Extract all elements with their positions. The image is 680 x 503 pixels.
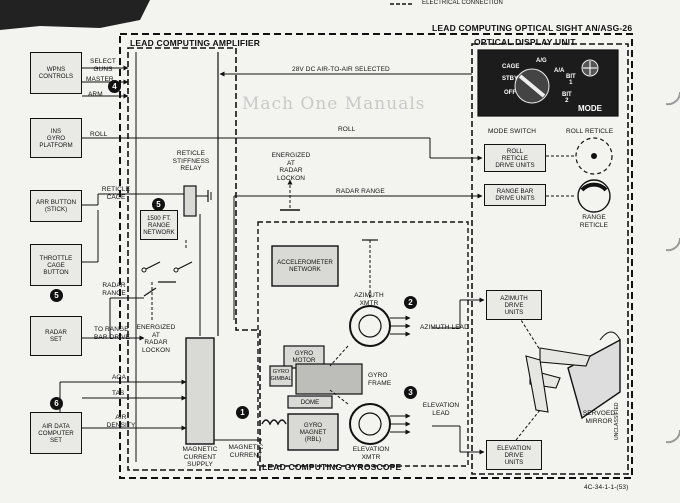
gyro-frame-label: GYRO FRAME [368, 372, 392, 387]
mode-stby-label: STBY [502, 76, 519, 82]
mode-bit1-label: BIT 1 [566, 74, 576, 86]
magnetic-current-supply-label: MAGNETIC CURRENT SUPPLY [182, 446, 218, 468]
mode-ag-label: A/G [536, 58, 547, 64]
badge-6: 6 [50, 397, 63, 410]
mode-off-label: OFF [504, 90, 516, 96]
gyro-motor-label: GYRO MOTOR [292, 350, 316, 364]
elevation-lead-label: ELEVATION LEAD [422, 402, 460, 417]
gyro-gimbal-label: GYRO GIMBAL [270, 369, 292, 382]
range-network-box: 1500 FT. RANGE NETWORK [140, 210, 178, 240]
mode-switch-label: MODE SWITCH [488, 128, 537, 135]
roll-reticle-label: ROLL RETICLE [566, 128, 614, 135]
energized-lockon-left-label: ENERGIZED AT RADAR LOCKON [136, 324, 176, 354]
elevation-drive-units-box: ELEVATION DRIVE UNITS [486, 440, 542, 470]
air-data-computer-box: AIR DATA COMPUTER SET [30, 412, 82, 454]
accelerometer-box [271, 245, 339, 287]
gyroscope-title: LEAD COMPUTING GYROSCOPE [262, 462, 402, 472]
azimuth-xmtr-ring [349, 305, 391, 347]
amplifier-title: LEAD COMPUTING AMPLIFIER [130, 38, 261, 48]
air-density-label: AIR DENSITY [106, 414, 136, 429]
azimuth-drive-units-box: AZIMUTH DRIVE UNITS [486, 290, 542, 320]
elevation-xmtr-ring [349, 403, 391, 445]
gyro-magnet-label: GYRO MAGNET (RBL) [299, 421, 327, 443]
magnetic-current-supply-box [185, 337, 215, 445]
servoed-mirror-label: SERVOED MIRROR [582, 410, 616, 425]
badge-1: 1 [236, 406, 249, 419]
radar-range-left-label: RADAR RANGE [102, 282, 126, 297]
roll-label-center: ROLL [338, 126, 356, 133]
gyro-magnet-box [287, 413, 339, 451]
ins-gyro-platform-box: INS GYRO PLATFORM [30, 118, 82, 158]
arm-label: ARM [88, 91, 103, 98]
reticle-cage-label: RETICLE CAGE [101, 186, 131, 201]
badge-5-throttle: 5 [50, 289, 63, 302]
mode-bit2-label: BIT 2 [562, 92, 572, 104]
badge-5-arr: 5 [152, 198, 165, 211]
amplifier-boundary [127, 47, 261, 471]
dome-box [287, 395, 333, 409]
range-reticle-label: RANGE RETICLE [579, 214, 609, 229]
gyro-gimbal-box [269, 365, 293, 387]
legend-label: ELECTRICAL CONNECTION [422, 0, 503, 6]
tas-label: TAS [112, 390, 125, 397]
range-reticle-display [577, 179, 611, 213]
accelerometer-network-label: ACCELEROMETER NETWORK [277, 259, 333, 273]
system-boundary [119, 33, 633, 479]
mode-cage-label: CAGE [502, 64, 520, 70]
roll-reticle-display [575, 137, 613, 175]
aoa-label: AOA [112, 374, 127, 381]
wpns-controls-box: WPNS CONTROLS [30, 52, 82, 94]
dome-label: DOME [300, 398, 320, 406]
mode-title-label: MODE [578, 104, 602, 113]
stiffness-relay [183, 185, 197, 217]
badge-3: 3 [404, 386, 417, 399]
magnetic-current-label: MAGNETIC CURRENT [228, 444, 264, 459]
range-bar-drive-units-box: RANGE BAR DRIVE UNITS [484, 184, 546, 206]
to-range-bar-drive-label: TO RANGE BAR DRIVE [94, 326, 130, 341]
badge-4: 4 [108, 80, 121, 93]
select-guns-label: SELECT GUNS [90, 58, 116, 73]
top-artwork [0, 0, 150, 30]
side-stamp: UNCLASSIFIED [614, 402, 620, 440]
reticle-stiffness-relay-label: RETICLE STIFFNESS RELAY [172, 150, 210, 172]
master-label: MASTER [86, 76, 114, 83]
throttle-cage-button-box: THROTTLE CAGE BUTTON [30, 244, 82, 286]
optical-display-boundary [471, 43, 629, 475]
mode-aa-label: A/A [554, 68, 565, 74]
gyro-frame-block [295, 363, 363, 395]
air-to-air-label: 28V DC AIR-TO-AIR SELECTED [292, 66, 390, 73]
radar-range-center-label: RADAR RANGE [336, 188, 385, 195]
azimuth-lead-label: AZIMUTH LEAD [420, 324, 469, 331]
azimuth-xmtr-label: AZIMUTH XMTR [354, 292, 384, 307]
radar-set-box: RADAR SET [30, 316, 82, 356]
badge-2: 2 [404, 296, 417, 309]
arr-button-box: ARR BUTTON (STICK) [30, 190, 82, 222]
servoed-mirror [567, 338, 621, 420]
figure-id: 4C-34-1-1-(53) [584, 484, 629, 491]
roll-reticle-drive-units-box: ROLL RETICLE DRIVE UNITS [484, 144, 546, 172]
optical-display-title: OPTICAL DISPLAY UNIT [474, 37, 576, 47]
elevation-xmtr-label: ELEVATION XMTR [352, 446, 390, 461]
roll-label-left: ROLL [90, 131, 108, 138]
energized-lockon-top-label: ENERGIZED AT RADAR LOCKON [271, 152, 311, 182]
watermark: Mach One Manuals [242, 94, 426, 114]
system-title: LEAD COMPUTING OPTICAL SIGHT AN/ASG-26 [432, 23, 633, 33]
gyroscope-boundary [257, 221, 469, 467]
